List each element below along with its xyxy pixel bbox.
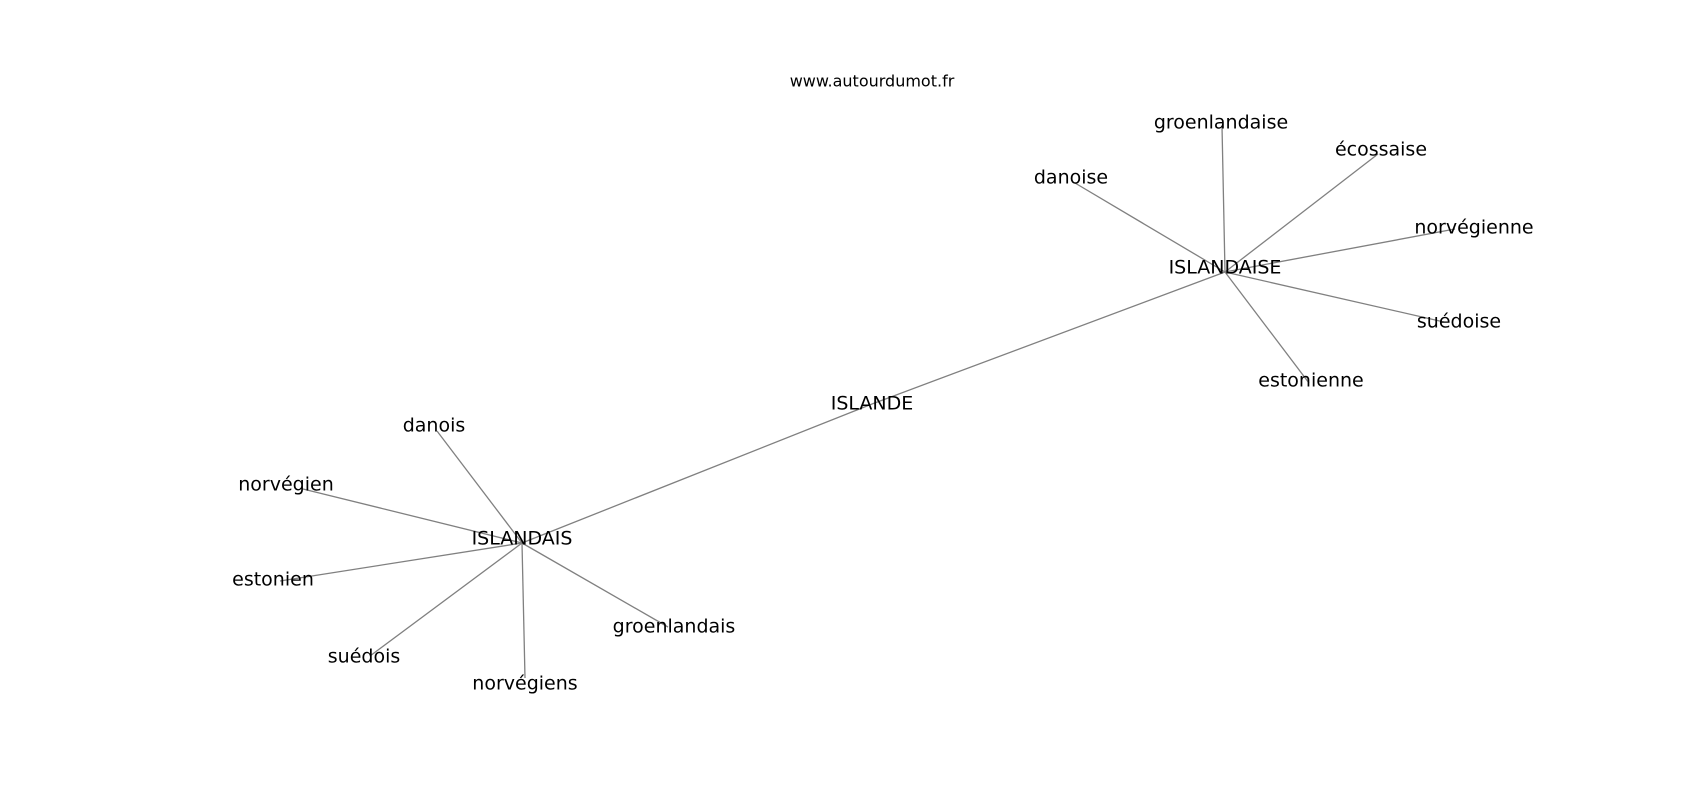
source-label: www.autourdumot.fr (790, 72, 955, 91)
edge-islandais-norvegien (302, 488, 523, 544)
node-label-estonienne: estonienne (1258, 370, 1363, 392)
edge-islande-islandais (521, 403, 873, 544)
node-label-norvegien: norvégien (238, 474, 333, 496)
edge-islandaise-norvegienne (1224, 228, 1456, 273)
edge-islandais-suedois (369, 542, 523, 657)
edge-islandaise-danoise (1074, 182, 1226, 273)
edge-islandaise-suedoise (1224, 271, 1445, 323)
graph-edges (279, 125, 1456, 679)
edge-islandais-groenlandais (521, 542, 669, 628)
node-label-danois: danois (403, 415, 466, 437)
node-label-islandaise: ISLANDAISE (1169, 257, 1282, 279)
edge-islande-islandaise (871, 271, 1226, 405)
edge-islandaise-groenlandaise (1221, 125, 1226, 273)
graph-labels: ISLANDE ISLANDAIS ISLANDAISE danois norvégie… (232, 112, 1533, 695)
edge-islandaise-estonienne (1224, 271, 1310, 384)
node-label-islande: ISLANDE (831, 393, 914, 415)
node-label-suedoise: suédoise (1417, 311, 1501, 333)
node-label-suedois: suédois (328, 646, 401, 668)
edge-islandais-norvegiens (521, 542, 526, 679)
node-label-groenlandaise: groenlandaise (1154, 112, 1288, 134)
node-label-estonien: estonien (232, 569, 314, 591)
edge-islandaise-ecossaise (1224, 153, 1379, 273)
node-label-groenlandais: groenlandais (613, 616, 736, 638)
node-label-norvegiens: norvégiens (472, 673, 577, 695)
node-label-islandais: ISLANDAIS (472, 528, 573, 550)
edge-islandais-estonien (279, 542, 523, 582)
node-label-danoise: danoise (1034, 167, 1108, 189)
node-label-ecossaise: écossaise (1335, 139, 1427, 161)
edge-islandais-danois (436, 430, 523, 544)
node-label-norvegienne: norvégienne (1414, 217, 1533, 239)
